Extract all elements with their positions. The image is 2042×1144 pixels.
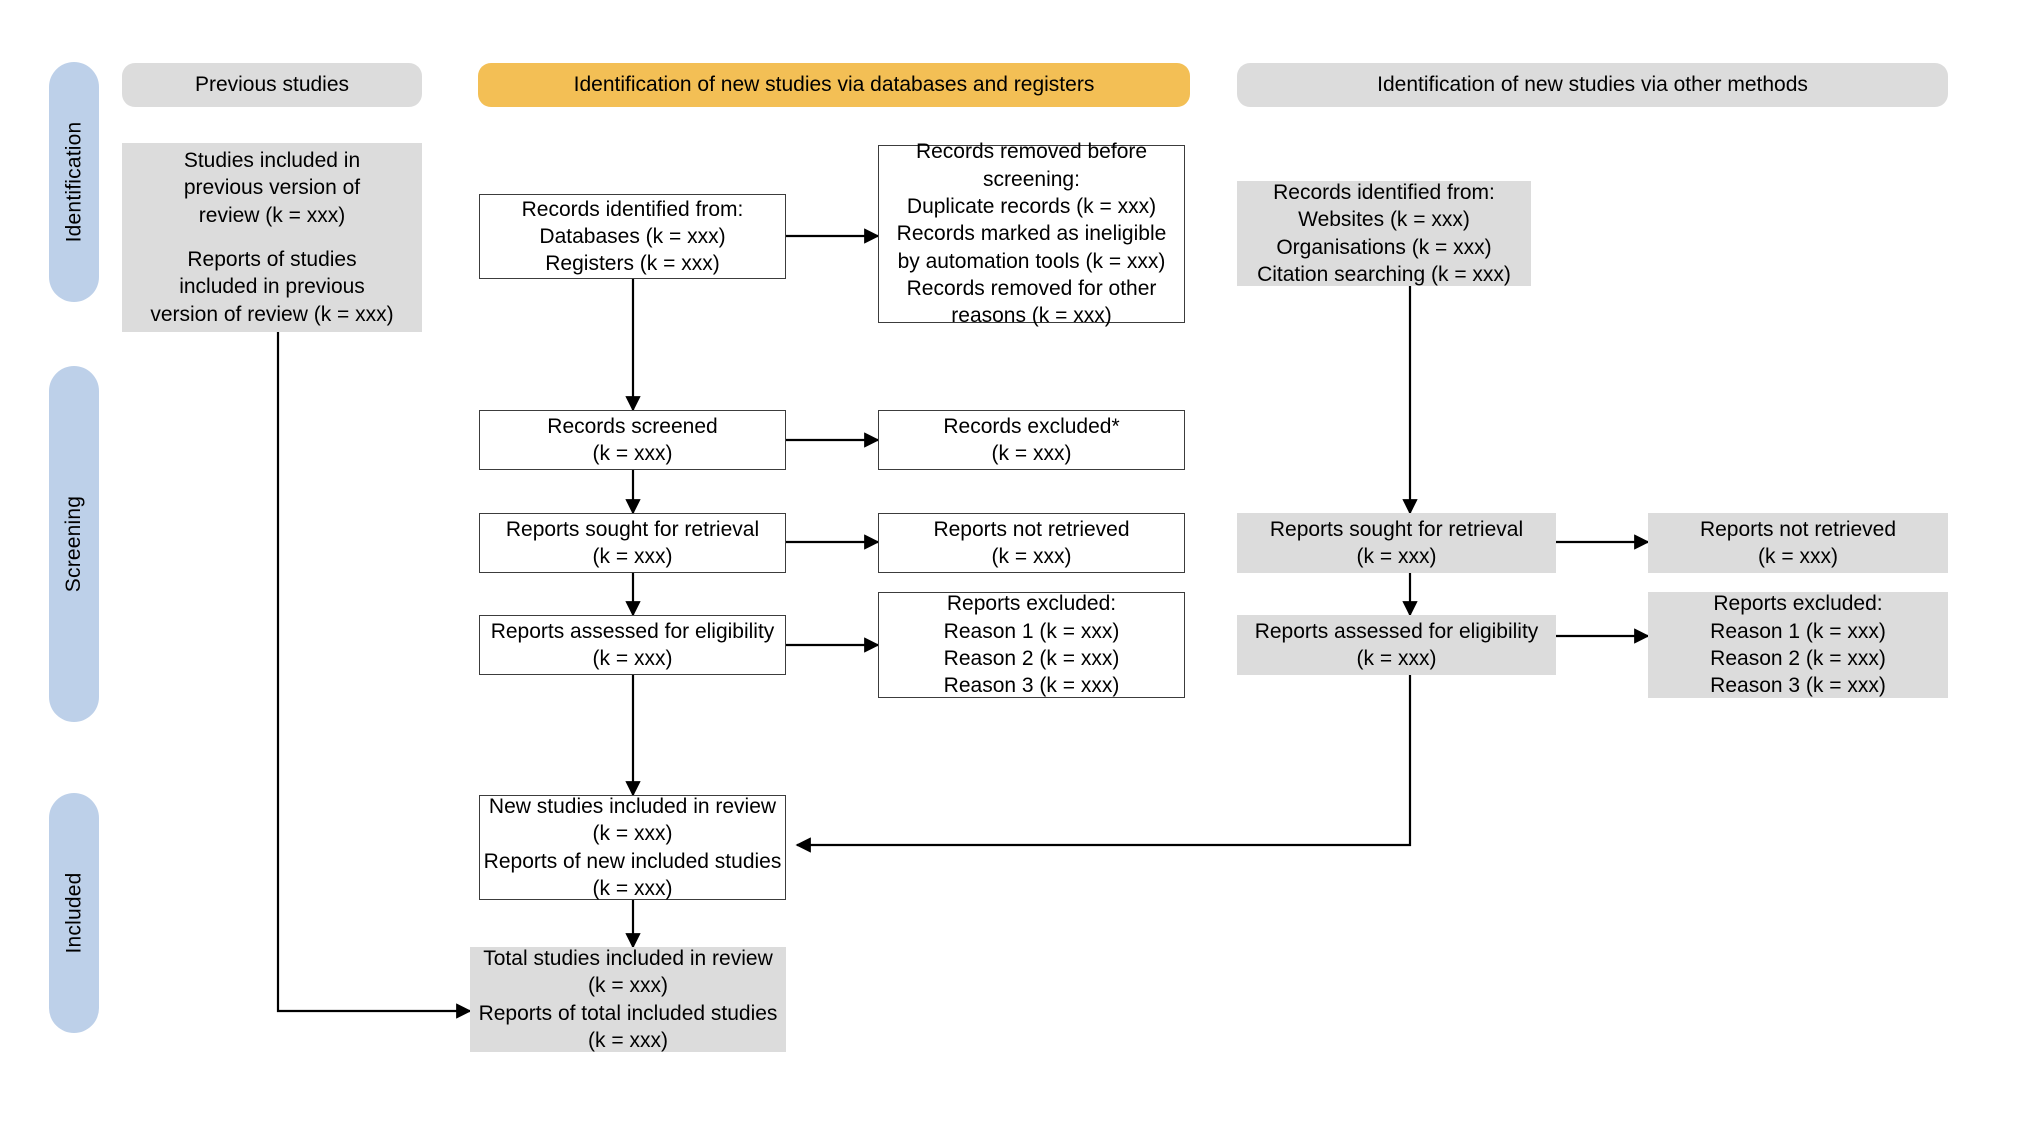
box-line: Reports of new included studies (483, 849, 782, 873)
box-line: Records excluded* (943, 414, 1120, 438)
box-reports-assessed-for-eligibility-other: Reports assessed for eligibility (k = xx… (1237, 615, 1556, 675)
box-line: Reason 1 (k = xxx) (943, 619, 1120, 643)
column-header-databases-registers-label: Identification of new studies via databa… (573, 72, 1095, 96)
box-reports-excluded-databases: Reports excluded: Reason 1 (k = xxx) Rea… (878, 592, 1185, 698)
box-line: (k = xxx) (1356, 647, 1437, 670)
box-line: Records removed before (915, 140, 1148, 164)
box-reports-excluded-other: Reports excluded: Reason 1 (k = xxx) Rea… (1648, 592, 1948, 698)
box-line: (k = xxx) (592, 822, 673, 846)
box-records-screened: Records screened (k = xxx) (479, 410, 786, 470)
box-line: (k = xxx) (991, 545, 1072, 568)
box-line: Reports excluded: (1713, 592, 1883, 616)
box-line: Reports not retrieved (1699, 517, 1897, 541)
stage-pill-identification: Identification (49, 62, 99, 302)
box-line: Organisations (k = xxx) (1276, 235, 1492, 259)
box-line: Records screened (547, 414, 718, 438)
box-line: Reason 3 (k = xxx) (943, 674, 1120, 698)
box-line: Reports excluded: (946, 592, 1117, 616)
box-total-studies-included-in-review: Total studies included in review (k = xx… (470, 947, 786, 1052)
box-line: Reports of studies (187, 248, 357, 272)
box-reports-not-retrieved-other: Reports not retrieved (k = xxx) (1648, 513, 1948, 573)
box-line: Studies included in (183, 149, 361, 172)
box-line: New studies included in review (488, 794, 777, 818)
stage-label-screening: Screening (62, 495, 85, 593)
box-line: reasons (k = xxx) (951, 304, 1112, 328)
box-reports-sought-for-retrieval-other: Reports sought for retrieval (k = xxx) (1237, 513, 1556, 573)
box-line: Records removed for other (906, 276, 1157, 300)
box-line: by automation tools (k = xxx) (897, 249, 1166, 273)
stage-pill-included: Included (49, 793, 99, 1033)
box-line: Reason 1 (k = xxx) (1710, 619, 1886, 643)
box-line: Citation searching (k = xxx) (1257, 262, 1511, 286)
column-header-databases-registers: Identification of new studies via databa… (478, 63, 1190, 107)
box-line: (k = xxx) (1356, 545, 1437, 568)
box-line: Duplicate records (k = xxx) (906, 195, 1157, 219)
box-previous-studies-included: Studies included in previous version of … (122, 143, 422, 332)
stage-pill-screening: Screening (49, 366, 99, 722)
box-line: Reports assessed for eligibility (490, 619, 775, 643)
box-line: (k = xxx) (592, 545, 673, 568)
box-line: Reason 3 (k = xxx) (1710, 674, 1886, 698)
box-line: Reports of total included studies (478, 1001, 778, 1025)
box-line: Total studies included in review (483, 946, 773, 970)
box-line: Registers (k = xxx) (545, 252, 720, 276)
box-new-studies-included-in-review: New studies included in review (k = xxx)… (479, 795, 786, 900)
box-line: version of review (k = xxx) (150, 302, 394, 326)
stage-label-identification: Identification (62, 121, 85, 243)
box-line: Reports sought for retrieval (1269, 517, 1524, 541)
box-reports-sought-for-retrieval-databases: Reports sought for retrieval (k = xxx) (479, 513, 786, 573)
box-line: included in previous (179, 275, 365, 299)
box-line: Reports assessed for eligibility (1254, 619, 1539, 643)
box-line: Reason 2 (k = xxx) (1710, 647, 1886, 670)
box-reports-not-retrieved-databases: Reports not retrieved (k = xxx) (878, 513, 1185, 573)
box-line: (k = xxx) (592, 442, 673, 465)
box-records-identified-other-methods: Records identified from: Websites (k = x… (1237, 181, 1531, 286)
box-line: Reports not retrieved (933, 517, 1130, 541)
box-line: Records identified from: (521, 197, 744, 221)
column-header-other-methods-label: Identification of new studies via other … (1377, 72, 1808, 96)
box-line: (k = xxx) (991, 442, 1072, 465)
box-records-removed-before-screening: Records removed before screening: Duplic… (878, 140, 1185, 327)
column-header-previous-studies-label: Previous studies (194, 72, 350, 96)
box-line: Reason 2 (k = xxx) (943, 647, 1120, 670)
box-line: Databases (k = xxx) (539, 224, 726, 248)
box-line: Records marked as ineligible (896, 222, 1167, 246)
column-header-other-methods: Identification of new studies via other … (1237, 63, 1948, 107)
box-line: (k = xxx) (588, 1028, 668, 1052)
box-records-excluded: Records excluded* (k = xxx) (878, 410, 1185, 470)
box-line: (k = xxx) (588, 974, 668, 998)
box-line: previous version of (183, 176, 361, 200)
box-line: Records identified from: (1273, 180, 1495, 204)
box-line: (k = xxx) (592, 647, 673, 670)
box-line: review (k = xxx) (198, 203, 346, 227)
stage-label-included: Included (62, 872, 85, 954)
box-records-identified-databases: Records identified from: Databases (k = … (479, 194, 786, 279)
box-line: (k = xxx) (592, 876, 673, 900)
box-reports-assessed-for-eligibility-databases: Reports assessed for eligibility (k = xx… (479, 615, 786, 675)
box-line: Websites (k = xxx) (1298, 208, 1470, 232)
box-line: Reports sought for retrieval (505, 517, 760, 541)
box-line: screening: (983, 167, 1080, 191)
column-header-previous-studies: Previous studies (122, 63, 422, 107)
box-line: (k = xxx) (1758, 545, 1838, 568)
